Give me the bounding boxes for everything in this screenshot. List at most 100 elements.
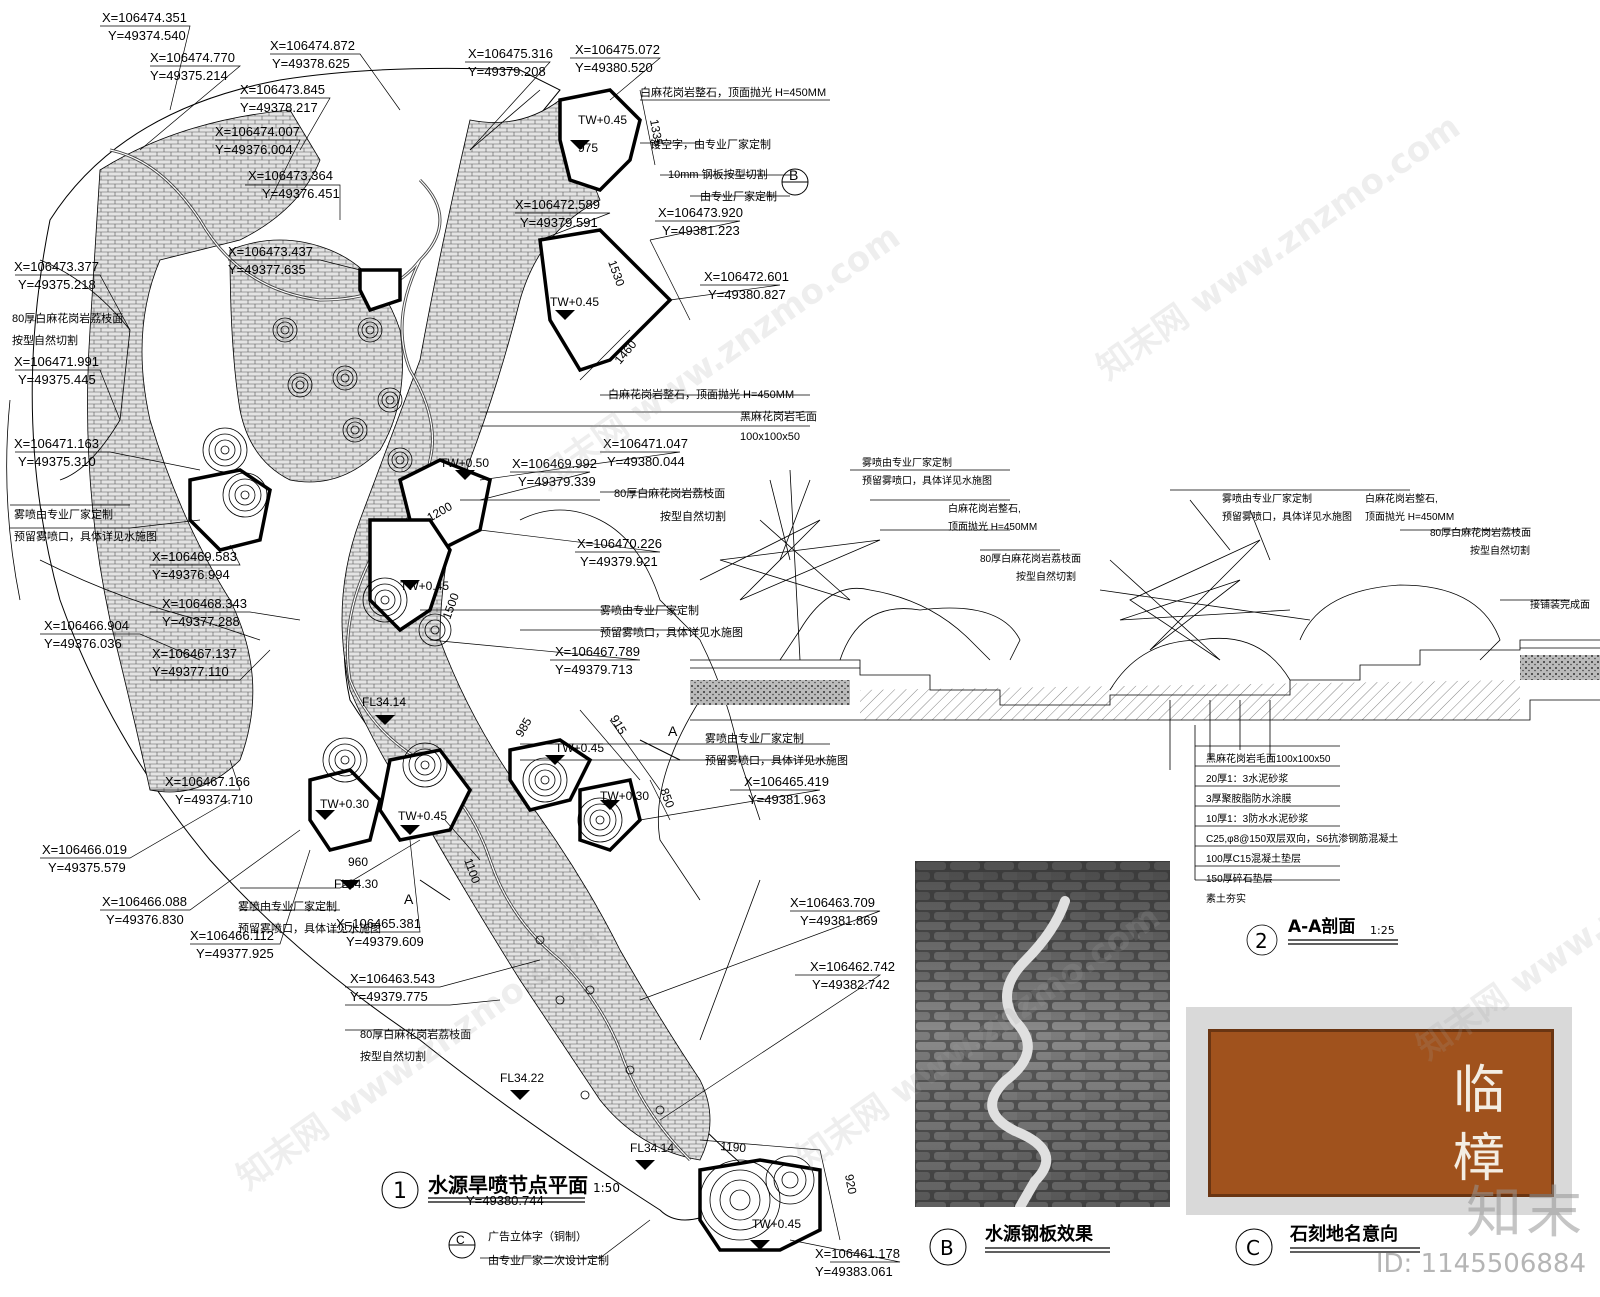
coord-y: Y=49379.609 (346, 934, 424, 949)
coord-y: Y=49383.061 (815, 1264, 893, 1279)
elevation-labels: TW+0.45 TW+0.45 TW+0.50 TW+0.45 TW+0.45 … (320, 113, 801, 1231)
dimension-value: 1500 (440, 591, 462, 621)
section-annotations: 雾喷由专业厂家定制 预留雾喷口，具体详见水施图 白麻花岗岩整石, 顶面抛光 H=… (862, 456, 1590, 611)
photo-b-number: B (940, 1236, 954, 1260)
coord-y: Y=49379.339 (518, 474, 596, 489)
coord-y: Y=49377.288 (162, 614, 240, 629)
elevation-markers (315, 140, 770, 1250)
coord-y: Y=49377.110 (152, 664, 229, 679)
dimension-lines (444, 89, 841, 1241)
section-note: 雾喷由专业厂家定制 (862, 456, 952, 469)
material-note: 预留雾喷口，具体详见水施图 (705, 753, 848, 767)
granite-stone (508, 738, 593, 812)
section-title: A-A剖面 (1288, 916, 1355, 937)
dimension-value: 975 (578, 141, 598, 155)
coord-y: Y=49375.218 (18, 277, 96, 292)
material-note: 雾喷由专业厂家定制 (705, 731, 804, 745)
material-note: 黑麻花岗岩毛面 (740, 409, 817, 423)
coord-x: X=106474.872 (270, 38, 355, 53)
elevation-label: TW+0.30 (600, 789, 649, 803)
section-note: 雾喷由专业厂家定制 (1222, 492, 1312, 505)
watermark-id: ID: 1145506884 (1375, 1249, 1586, 1279)
granite-stone (308, 768, 382, 852)
paving-area (87, 109, 321, 793)
material-note: 白麻花岗岩整石，顶面抛光 H=450MM (608, 387, 794, 401)
coord-y: Y=49380.044 (607, 454, 685, 469)
elevation-label: TW+0.45 (400, 579, 449, 593)
coord-y: Y=49375.214 (150, 68, 228, 83)
material-note: 80厚白麻花岗岩荔枝面 (360, 1027, 471, 1041)
photo-stone-plaque: 临 樟 (1186, 1007, 1572, 1215)
coord-y: Y=49381.869 (800, 913, 878, 928)
site-plan (6, 67, 761, 1221)
coord-x: X=106463.709 (790, 895, 875, 910)
coord-x: X=106473.437 (228, 244, 313, 259)
elevation-label: FL34.14 (630, 1141, 674, 1155)
coord-y: Y=49376.830 (106, 912, 184, 927)
dimension-value: 920 (842, 1173, 859, 1195)
material-note: 白麻花岗岩整石，顶面抛光 H=450MM (640, 85, 826, 99)
paving-area (229, 239, 403, 483)
material-note: 预留雾喷口，具体详见水施图 (14, 529, 157, 543)
coord-x: X=106473.845 (240, 82, 325, 97)
granite-stone (538, 228, 673, 373)
coord-y: Y=49380.744 (466, 1193, 544, 1208)
granite-stone (698, 1158, 822, 1252)
section-mark-labels: A A B C (404, 167, 798, 1247)
coord-y: Y=49378.625 (272, 56, 350, 71)
layer-item: 素土夯实 (1206, 892, 1246, 905)
coord-x: X=106473.377 (14, 259, 99, 274)
coord-y: Y=49375.579 (48, 860, 126, 875)
elevation-label: TW+0.45 (398, 809, 447, 823)
coord-y: Y=49379.713 (555, 662, 633, 677)
corten-plaque: 临 樟 (1208, 1029, 1554, 1197)
coord-y: Y=49376.004 (215, 142, 293, 157)
coord-y: Y=49379.208 (468, 64, 546, 79)
section-note: 顶面抛光 H=450MM (948, 520, 1037, 533)
layer-item: 100厚C15混凝土垫层 (1206, 852, 1301, 865)
coord-x: X=106463.543 (350, 971, 435, 986)
coord-x: X=106473.364 (248, 168, 333, 183)
coord-y: Y=49378.217 (240, 100, 318, 115)
coord-y: Y=49380.520 (575, 60, 653, 75)
section-a-a (690, 469, 1600, 956)
material-note: 预留雾喷口，具体详见水施图 (600, 625, 743, 639)
material-note: 由专业厂家定制 (700, 189, 777, 203)
material-note: 雾喷由专业厂家定制 (238, 899, 337, 913)
coord-y: Y=49380.827 (708, 287, 786, 302)
material-note: 按型自然切割 (660, 509, 726, 523)
photo-c-number: C (1246, 1236, 1260, 1260)
coord-x: X=106467.166 (165, 774, 250, 789)
material-note: 按型自然切割 (360, 1049, 426, 1063)
dimension-value: 915 (607, 713, 629, 738)
granite-stone (378, 748, 473, 842)
material-note: 广告立体字（铜制） (488, 1229, 587, 1243)
coord-y: Y=49375.310 (18, 454, 96, 469)
photo-b-title: 水源钢板效果 (985, 1223, 1094, 1245)
coord-x: X=106471.163 (14, 436, 99, 451)
granite-stones (188, 88, 822, 1252)
granite-stone (188, 468, 272, 552)
coord-x: X=106467.137 (152, 646, 237, 661)
material-note: 80厚白麻花岗岩荔枝面 (614, 486, 725, 500)
elevation-label: TW+0.50 (440, 456, 489, 470)
coord-x: X=106473.920 (658, 205, 743, 220)
coordinate-leaders (15, 25, 901, 1263)
coord-x: X=106465.381 (336, 916, 421, 931)
coord-x: X=106474.351 (102, 10, 187, 25)
coord-y: Y=49382.742 (812, 977, 890, 992)
plaque-char: 临 (1452, 1061, 1505, 1121)
coord-y: Y=49374.540 (108, 28, 186, 43)
elevation-label: FL34.14 (362, 695, 406, 709)
section-note: 80厚白麻花岗岩荔枝面 (980, 552, 1081, 565)
elevation-label: TW+0.45 (752, 1217, 801, 1231)
plan-number: 1 (393, 1179, 407, 1204)
dimension-value: 985 (512, 715, 534, 740)
layer-item: C25,φ8@150双层双向，S6抗渗钢筋混凝土 (1206, 832, 1398, 845)
coord-y: Y=49381.223 (662, 223, 740, 238)
coord-x: X=106475.316 (468, 46, 553, 61)
drawing-titles: 1 水源旱喷节点平面 1:50 2 A-A剖面 1:25 B 水源钢板效果 C … (381, 916, 1420, 1266)
section-note: 80厚白麻花岗岩荔枝面 (1430, 526, 1531, 539)
material-note: 预留雾喷口，具体详见水施图 (238, 921, 381, 935)
